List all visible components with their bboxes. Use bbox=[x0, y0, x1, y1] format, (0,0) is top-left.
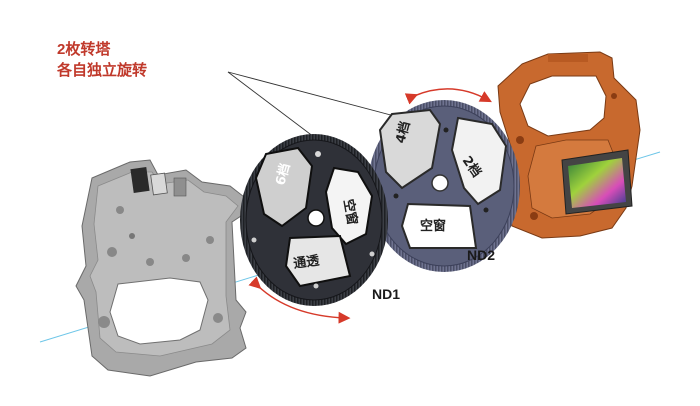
nd2-filter-wheel bbox=[368, 100, 520, 272]
image-sensor bbox=[561, 149, 633, 215]
nd1-filter-wheel bbox=[240, 134, 388, 306]
nd1-rotation-arrow bbox=[248, 276, 351, 324]
title-line-2: 各自独立旋转 bbox=[57, 62, 148, 79]
nd2-label: ND2 bbox=[467, 247, 496, 263]
title-line-1: 2枚转塔 bbox=[57, 41, 111, 58]
left-chassis-part bbox=[75, 159, 249, 377]
nd2-filter-label-empty: 空窗 bbox=[420, 218, 446, 234]
nd1-filter-label-6: 6档 bbox=[272, 162, 293, 187]
leader-lines bbox=[227, 71, 403, 141]
nd2-filter-label-4: 4档 bbox=[392, 120, 413, 145]
nd1-filter-label-clear: 通透 bbox=[292, 252, 320, 271]
nd2-rotation-arrow bbox=[404, 88, 492, 105]
nd1-filter-label-empty: 空窗 bbox=[340, 198, 360, 226]
nd1-label: ND1 bbox=[372, 286, 401, 302]
